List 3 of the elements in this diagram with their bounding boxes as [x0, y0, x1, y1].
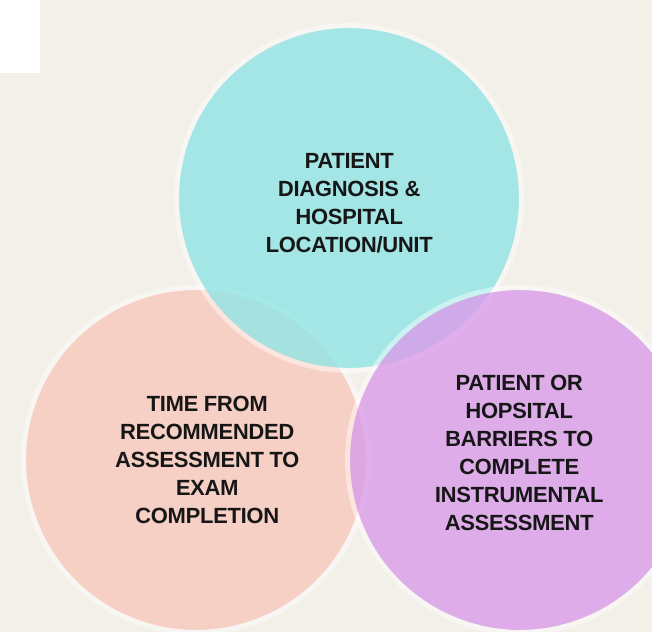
- circle-label: PATIENT DIAGNOSIS & HOSPITAL LOCATION/UNIT: [264, 147, 434, 259]
- circle-label: TIME FROM RECOMMENDED ASSESSMENT TO EXAM COMPLETION: [114, 390, 300, 530]
- circle-label: PATIENT OR HOPSITAL BARRIERS TO COMPLETE INSTRUMENTAL ASSESSMENT: [434, 369, 604, 537]
